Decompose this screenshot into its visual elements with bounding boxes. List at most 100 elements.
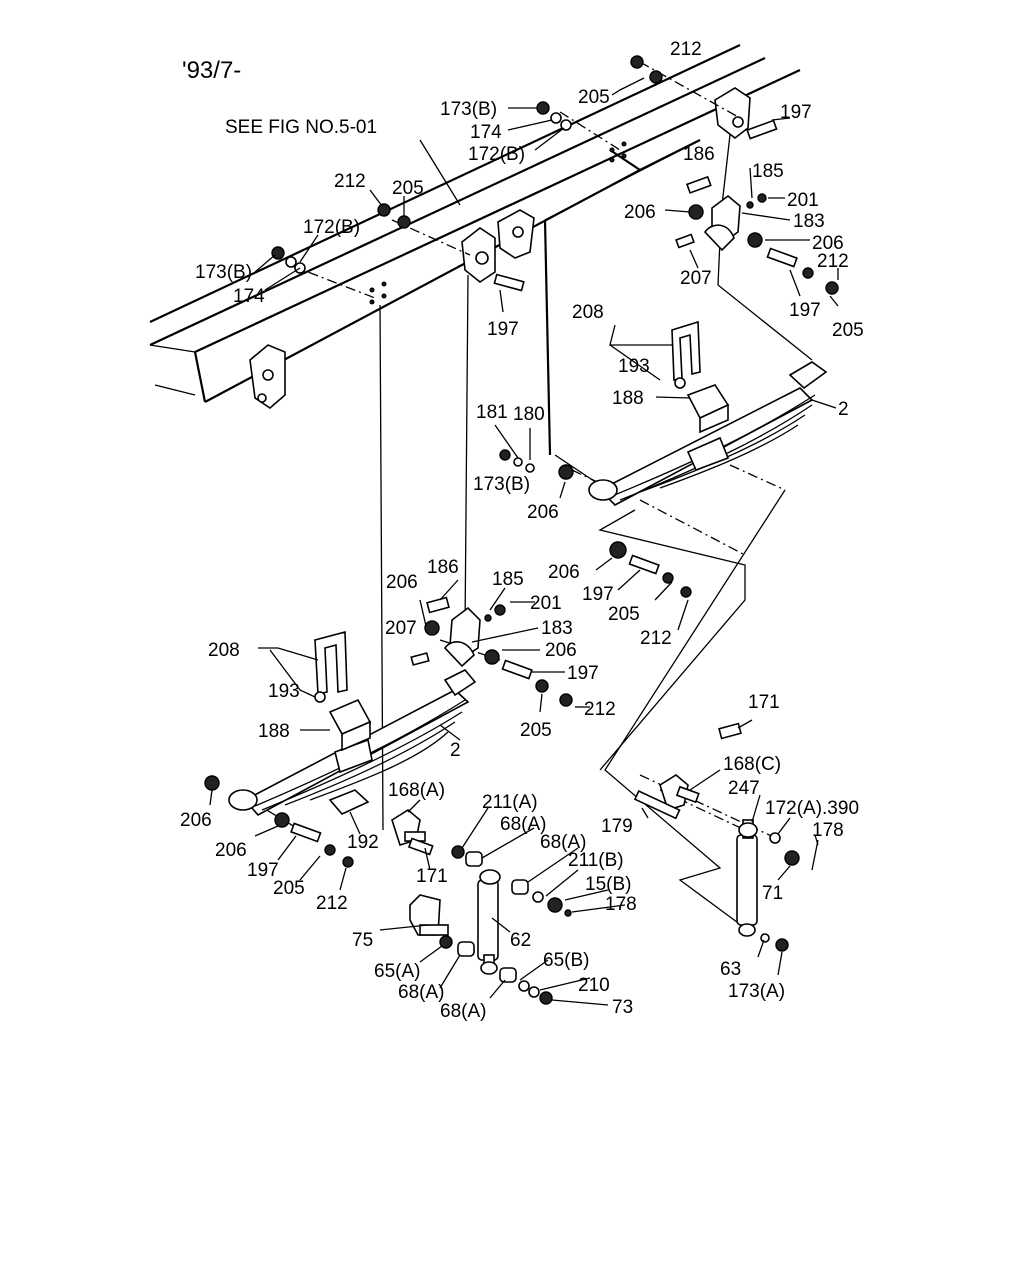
see-fig-reference: SEE FIG NO.5-01 (225, 117, 377, 138)
part-callouts: 212 205 173(B) 174 172(B) 197 186 185 20… (180, 39, 864, 1022)
callout-207: 207 (680, 268, 712, 289)
callout-68a: 68(A) (540, 832, 586, 853)
callout-186: 186 (427, 557, 459, 578)
callout-206: 206 (548, 562, 580, 583)
callout-205: 205 (392, 178, 424, 199)
callout-208: 208 (572, 302, 604, 323)
lower-spring-seat (328, 698, 372, 752)
callout-68a: 68(A) (398, 982, 444, 1003)
callout-206: 206 (624, 202, 656, 223)
callout-68a: 68(A) (500, 814, 546, 835)
callout-171: 171 (748, 692, 780, 713)
callout-206: 206 (386, 572, 418, 593)
callout-178: 178 (605, 894, 637, 915)
callout-212: 212 (334, 171, 366, 192)
callout-65b: 65(B) (543, 950, 589, 971)
callout-205: 205 (608, 604, 640, 625)
lower-u-bolt (314, 630, 348, 703)
callout-174: 174 (233, 286, 265, 307)
callout-188: 188 (258, 721, 290, 742)
callout-2: 2 (450, 740, 461, 761)
callout-65a: 65(A) (374, 961, 420, 982)
front-hanger-bracket-left (249, 344, 286, 410)
upper-spring-seat (686, 384, 730, 434)
callout-205: 205 (273, 878, 305, 899)
hardware (204, 55, 839, 1005)
upper-leaf-spring (588, 361, 828, 506)
frame-holes (369, 141, 627, 305)
callout-205: 205 (578, 87, 610, 108)
callout-75: 75 (352, 930, 373, 951)
shock-bracket-lower (409, 894, 449, 936)
shock-absorber-right (736, 819, 758, 937)
callout-62: 62 (510, 930, 531, 951)
callout-192: 192 (347, 832, 379, 853)
callout-197: 197 (247, 860, 279, 881)
callout-168c: 168(C) (723, 754, 781, 775)
shock-bracket-upper-left (391, 809, 426, 847)
callout-212: 212 (670, 39, 702, 60)
spacer-plate (328, 789, 370, 815)
date-code: '93/7- (182, 57, 241, 84)
callout-183: 183 (793, 211, 825, 232)
callout-206: 206 (812, 233, 844, 254)
callout-212: 212 (584, 699, 616, 720)
shock-absorber-left (477, 869, 501, 975)
callout-211a: 211(A) (482, 792, 538, 813)
callout-68a: 68(A) (440, 1001, 486, 1022)
callout-206: 206 (545, 640, 577, 661)
callout-173b: 173(B) (440, 99, 497, 120)
front-hanger-bracket (461, 209, 535, 283)
lower-shackle (443, 606, 481, 668)
callout-212: 212 (817, 251, 849, 272)
callout-206: 206 (527, 502, 559, 523)
callout-193: 193 (268, 681, 300, 702)
callout-247: 247 (728, 778, 760, 799)
header: '93/7- SEE FIG NO.5-01 (182, 57, 377, 138)
callout-172b: 172(B) (303, 217, 360, 238)
callout-186: 186 (683, 144, 715, 165)
callout-197: 197 (780, 102, 812, 123)
callout-172b: 172(B) (468, 144, 525, 165)
callout-174: 174 (470, 122, 502, 143)
callout-185: 185 (752, 161, 784, 182)
callout-201: 201 (787, 190, 819, 211)
callout-208: 208 (208, 640, 240, 661)
callout-172a390: 172(A).390 (765, 798, 859, 819)
callout-173b: 173(B) (473, 474, 530, 495)
callout-205: 205 (832, 320, 864, 341)
callout-63: 63 (720, 959, 741, 980)
callout-206: 206 (215, 840, 247, 861)
callout-212: 212 (640, 628, 672, 649)
callout-197: 197 (582, 584, 614, 605)
callout-188: 188 (612, 388, 644, 409)
callout-201: 201 (530, 593, 562, 614)
callout-171: 171 (416, 866, 448, 887)
callout-181: 181 (476, 402, 508, 423)
callout-168a: 168(A) (388, 780, 445, 801)
lower-leaf-spring (228, 669, 477, 817)
upper-u-bolt (671, 320, 701, 389)
callout-197: 197 (487, 319, 519, 340)
leader-lines (209, 77, 839, 1006)
callout-210: 210 (578, 975, 610, 996)
callout-173a: 173(A) (728, 981, 785, 1002)
upper-shackle (703, 194, 741, 252)
callout-206: 206 (180, 810, 212, 831)
callout-179: 179 (601, 816, 633, 837)
callout-173b: 173(B) (195, 262, 252, 283)
callout-197: 197 (789, 300, 821, 321)
callout-205: 205 (520, 720, 552, 741)
callout-183: 183 (541, 618, 573, 639)
callout-73: 73 (612, 997, 633, 1018)
callout-212: 212 (316, 893, 348, 914)
callout-71: 71 (762, 883, 783, 904)
callout-211b: 211(B) (568, 850, 624, 871)
callout-207: 207 (385, 618, 417, 639)
callout-178: 178 (812, 820, 844, 841)
callout-193: 193 (618, 356, 650, 377)
callout-2: 2 (838, 399, 849, 420)
callout-197: 197 (567, 663, 599, 684)
rear-shackle-bracket (714, 87, 751, 140)
